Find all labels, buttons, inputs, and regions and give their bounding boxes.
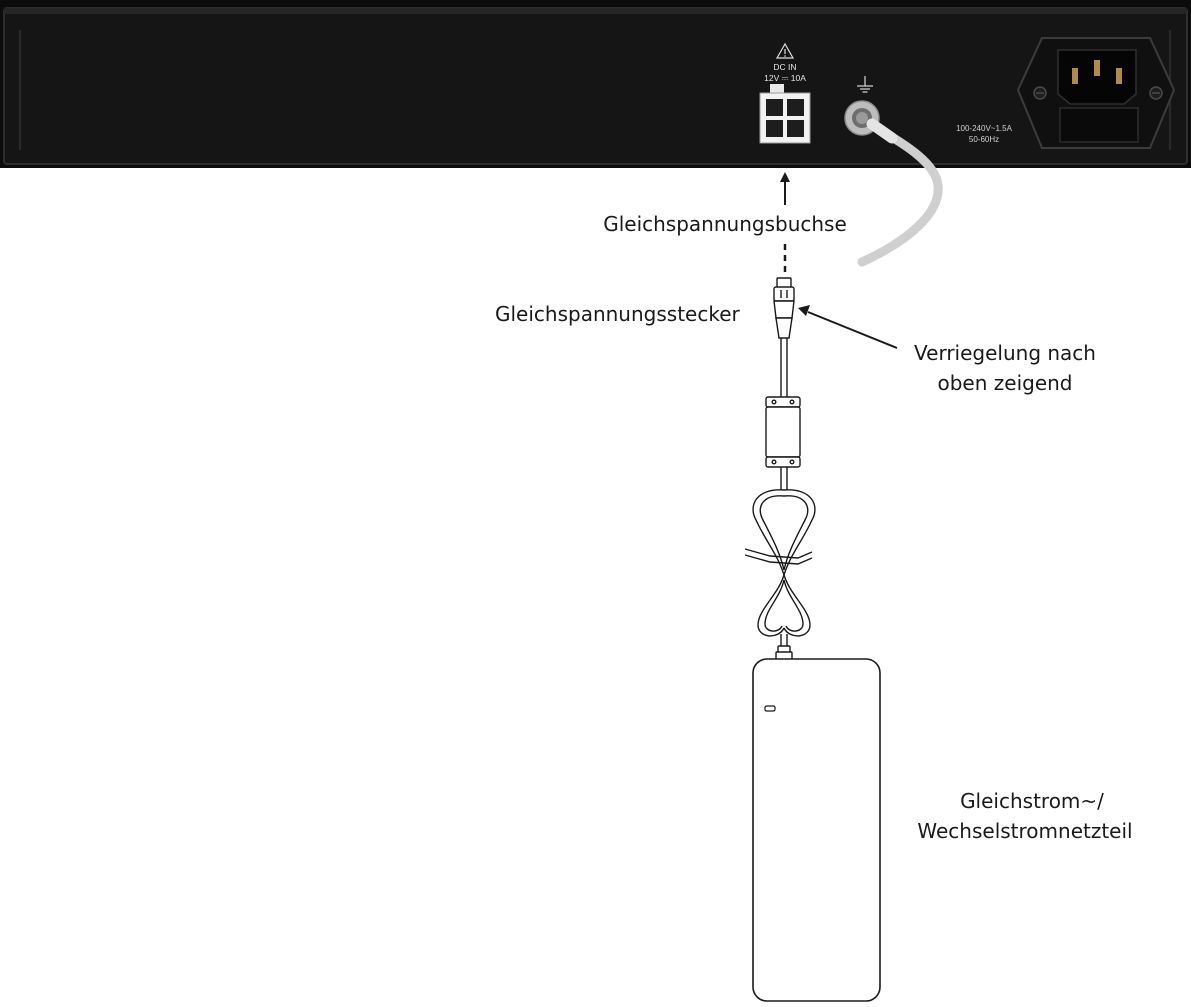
psu-label-line2: Wechselstromnetzteil [917,819,1132,843]
strain-relief [776,646,792,660]
ac-rating-voltage: 100-240V~1.5A [956,124,1012,133]
ac-power-inlet [1018,38,1174,148]
dc-plug-label: Gleichspannungsstecker [495,302,741,326]
ferrite-core [766,397,800,467]
ac-rating-frequency: 50-60Hz [969,135,999,144]
psu-label-line1: Gleichstrom~/ [960,789,1104,813]
dc-cable [781,338,787,398]
latch-arrow [798,305,897,348]
psu-led-indicator [765,706,775,711]
coiled-cable [745,467,815,652]
power-supply-unit [753,659,880,1001]
socket-arrow [780,172,790,205]
latch-label-line1: Verriegelung nach [914,341,1096,365]
dc-in-rating: 12V ⎓ 10A [764,73,806,83]
dc-socket-label: Gleichspannungsbuchse [603,212,847,236]
latch-label-line2: oben zeigend [938,371,1073,395]
device-rear-panel [0,0,1191,168]
dc-input-socket [760,84,810,143]
dc-in-label: DC IN [773,62,796,72]
dc-plug [774,278,794,338]
